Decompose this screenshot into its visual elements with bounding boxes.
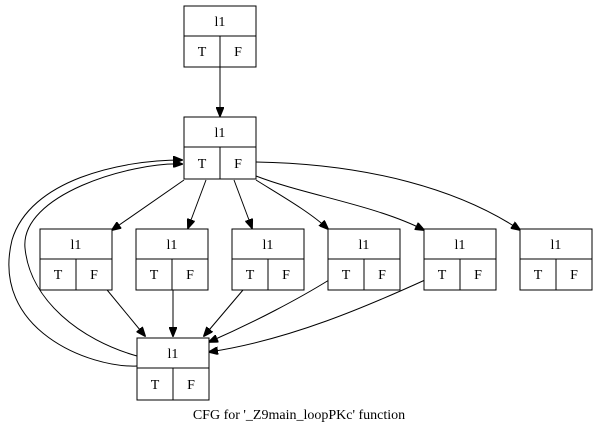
graph-node: l1 T F bbox=[39, 228, 113, 291]
node-label: l1 bbox=[71, 238, 82, 253]
edge-n2-n8 bbox=[102, 284, 145, 336]
node-false-port: F bbox=[234, 45, 242, 60]
graph-node: l1 T F bbox=[135, 228, 209, 291]
node-false-port: F bbox=[570, 268, 578, 283]
node-false-port: F bbox=[186, 268, 194, 283]
node-label: l1 bbox=[455, 238, 466, 253]
node-true-port: T bbox=[54, 268, 63, 283]
nodes: l1 T F l1 T F l1 T F l1 T bbox=[39, 5, 593, 401]
node-true-port: T bbox=[150, 268, 159, 283]
node-label: l1 bbox=[215, 126, 226, 141]
edges bbox=[8, 67, 520, 367]
graph-node: l1 T F bbox=[519, 228, 593, 291]
node-false-port: F bbox=[378, 268, 386, 283]
node-false-port: F bbox=[90, 268, 98, 283]
edge-n8-n1-inner bbox=[24, 164, 182, 357]
node-label: l1 bbox=[168, 347, 179, 362]
node-true-port: T bbox=[534, 268, 543, 283]
graph-caption: CFG for '_Z9main_loopPKc' function bbox=[193, 408, 405, 423]
node-label: l1 bbox=[359, 238, 370, 253]
node-label: l1 bbox=[551, 238, 562, 253]
edge-n1-n3 bbox=[188, 179, 207, 228]
node-label: l1 bbox=[215, 15, 226, 30]
graph-node: l1 T F bbox=[423, 228, 497, 291]
node-true-port: T bbox=[438, 268, 447, 283]
node-false-port: F bbox=[187, 378, 195, 393]
edge-n1-n5 bbox=[255, 179, 328, 229]
edge-n4-n8 bbox=[204, 289, 244, 336]
edge-n1-n4 bbox=[233, 179, 252, 228]
graph-node: l1 T F bbox=[136, 337, 210, 401]
node-true-port: T bbox=[198, 45, 207, 60]
graph-node: l1 T F bbox=[183, 116, 257, 180]
edge-n1-n6 bbox=[255, 175, 424, 230]
node-false-port: F bbox=[474, 268, 482, 283]
edge-n1-n2 bbox=[112, 179, 185, 230]
edge-n5-n8 bbox=[209, 279, 330, 342]
node-true-port: T bbox=[151, 378, 160, 393]
node-true-port: T bbox=[198, 157, 207, 172]
edge-n8-n1-outer bbox=[8, 160, 182, 367]
node-true-port: T bbox=[342, 268, 351, 283]
node-false-port: F bbox=[234, 157, 242, 172]
node-false-port: F bbox=[282, 268, 290, 283]
graph-node: l1 T F bbox=[327, 228, 401, 291]
edge-n6-n8 bbox=[209, 279, 426, 352]
graph-node: l1 T F bbox=[183, 5, 257, 68]
node-true-port: T bbox=[246, 268, 255, 283]
edge-n1-n7 bbox=[255, 161, 520, 230]
node-label: l1 bbox=[263, 238, 274, 253]
graph-node: l1 T F bbox=[231, 228, 305, 291]
node-label: l1 bbox=[167, 238, 178, 253]
